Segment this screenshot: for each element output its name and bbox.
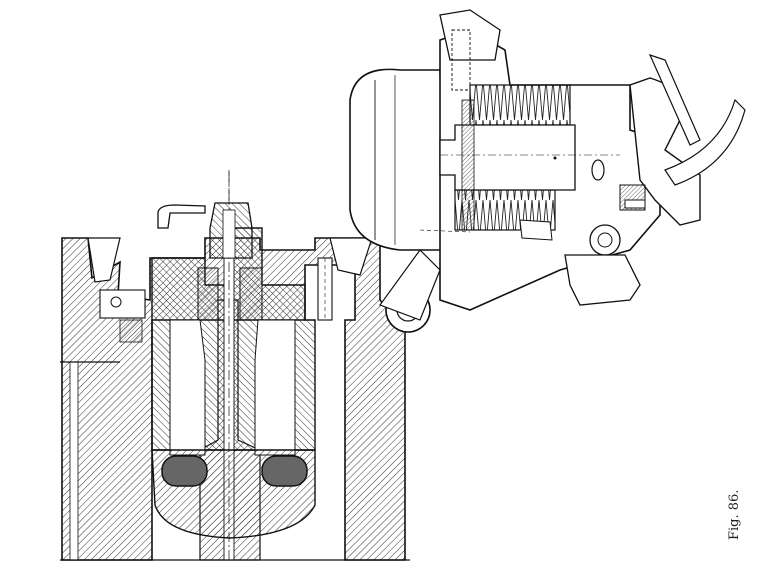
- swing-mechanism: [349, 9, 746, 333]
- screw-collar: [461, 99, 475, 231]
- handle-rod: [648, 54, 701, 146]
- casing-gap-left: [69, 361, 79, 561]
- top-bracket-slot: [451, 29, 471, 91]
- figure-caption: Fig. 86.: [727, 489, 742, 540]
- housing: [349, 68, 446, 251]
- lip-left: [87, 237, 121, 283]
- side-fitting: [99, 289, 146, 319]
- thread-upper: [469, 84, 571, 126]
- chamber-left: [169, 319, 206, 456]
- screw-hole: [591, 159, 605, 181]
- gasket-right: [261, 455, 308, 487]
- hook-lever: [157, 204, 206, 229]
- hinge-arm: [379, 249, 441, 321]
- inner-sleeve: [197, 267, 219, 321]
- lip-right: [329, 237, 373, 276]
- handle-arm: [664, 98, 746, 186]
- breech-section: [60, 172, 410, 561]
- side-fitting-block: [119, 319, 143, 343]
- latch: [624, 199, 646, 209]
- inner-sleeve-r: [239, 267, 263, 321]
- nozzle-bore: [222, 209, 236, 259]
- lower-foot: [564, 254, 641, 306]
- screw-dot: [553, 156, 557, 160]
- lower-lug-hole: [597, 232, 613, 248]
- pin-slot: [519, 219, 553, 241]
- side-fitting-bolt: [110, 296, 122, 308]
- chamber-right: [254, 319, 296, 456]
- gasket-left: [161, 455, 208, 487]
